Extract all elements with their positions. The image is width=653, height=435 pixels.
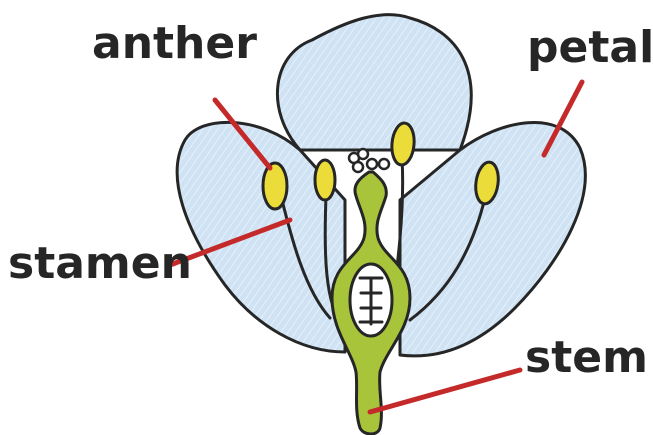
stigma [349,149,389,172]
petal-label: petal [527,22,653,73]
petal-center [277,15,471,150]
anther [315,160,335,200]
stem-label: stem [525,332,648,383]
anther [263,163,287,209]
petal-right [400,122,585,355]
stamen-label: stamen [8,238,192,289]
stem-leader-line [370,370,520,412]
anther-label: anther [92,18,257,69]
pistil [332,149,410,434]
